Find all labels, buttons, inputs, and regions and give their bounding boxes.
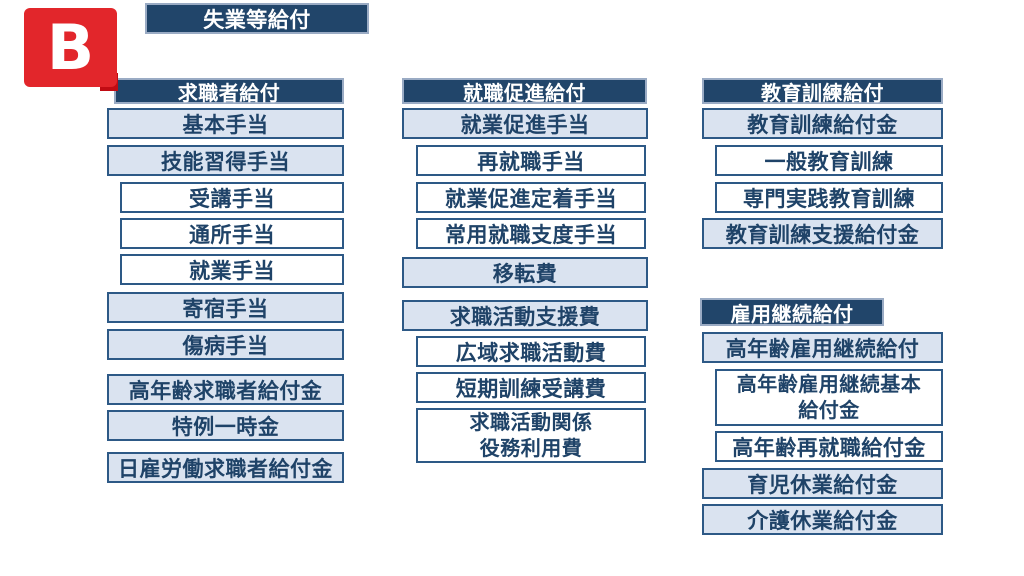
box-elderly-employment-continuation-benefit: 高年齢雇用継続給付 — [702, 332, 943, 363]
box-regular-employment-preparation-allowance: 常用就職支度手当 — [416, 218, 646, 249]
section-badge: B — [24, 8, 117, 87]
box-sickness-allowance: 傷病手当 — [107, 329, 344, 360]
header-education-training-benefits: 教育訓練給付 — [702, 78, 943, 105]
box-employment-promotion-settlement-allowance: 就業促進定着手当 — [416, 182, 646, 213]
header-jobseeker-benefits: 求職者給付 — [114, 78, 344, 105]
box-family-care-leave-benefit: 介護休業給付金 — [702, 504, 943, 535]
box-employment-promotion-allowance: 就業促進手当 — [402, 108, 648, 139]
box-special-lump-sum: 特例一時金 — [107, 410, 344, 441]
box-education-training-support-benefit: 教育訓練支援給付金 — [702, 218, 943, 249]
box-job-search-support-expenses: 求職活動支援費 — [402, 300, 648, 331]
box-education-training-benefit: 教育訓練給付金 — [702, 108, 943, 139]
box-childcare-leave-benefit: 育児休業給付金 — [702, 468, 943, 499]
box-commuting-allowance: 通所手当 — [120, 218, 344, 249]
box-employment-allowance: 就業手当 — [120, 254, 344, 285]
box-job-search-services-expenses: 求職活動関係 役務利用費 — [416, 408, 646, 463]
box-general-education-training: 一般教育訓練 — [715, 145, 943, 176]
box-elderly-jobseeker-benefit: 高年齢求職者給付金 — [107, 374, 344, 405]
box-moving-expenses: 移転費 — [402, 257, 648, 288]
header-employment-promotion-benefits: 就職促進給付 — [402, 78, 647, 105]
box-basic-allowance: 基本手当 — [107, 108, 344, 139]
box-wide-area-job-search-expenses: 広域求職活動費 — [416, 336, 646, 367]
box-course-allowance: 受講手当 — [120, 182, 344, 213]
box-skill-acquisition-allowance: 技能習得手当 — [107, 145, 344, 176]
box-lodging-allowance: 寄宿手当 — [107, 292, 344, 323]
box-short-term-training-expenses: 短期訓練受講費 — [416, 372, 646, 403]
main-title: 失業等給付 — [145, 3, 369, 34]
box-professional-practice-education-training: 専門実践教育訓練 — [715, 182, 943, 213]
box-elderly-employment-continuation-basic-benefit: 高年齢雇用継続基本 給付金 — [715, 369, 943, 426]
header-employment-continuation-benefits: 雇用継続給付 — [700, 298, 884, 326]
box-day-worker-jobseeker-benefit: 日雇労働求職者給付金 — [107, 452, 344, 483]
box-reemployment-allowance: 再就職手当 — [416, 145, 646, 176]
box-elderly-reemployment-benefit: 高年齢再就職給付金 — [715, 431, 943, 462]
